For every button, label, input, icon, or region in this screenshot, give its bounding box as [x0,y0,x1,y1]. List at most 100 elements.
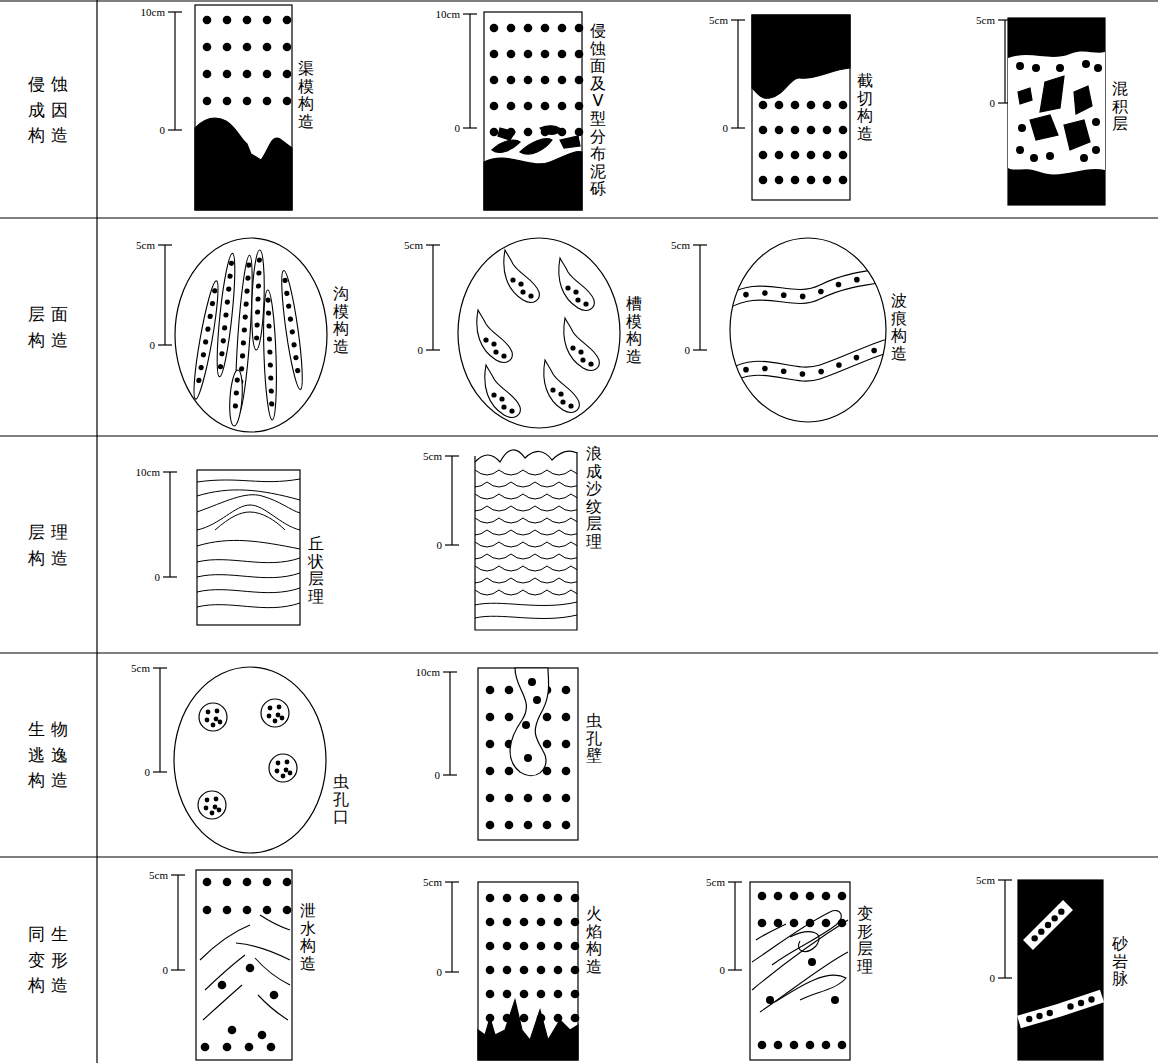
grain-dot [214,717,219,722]
grain-dot [839,176,848,185]
figure-name: 泄水构造 [300,902,316,972]
grain-dot [211,723,216,728]
grain-dot [775,151,784,160]
flute-cast [477,310,513,362]
grain-dot [558,24,567,33]
grain-dot [533,696,541,704]
grain-dot [243,301,249,307]
scale-label: 0 [723,122,729,134]
mud-clast [560,136,580,148]
grain-dot [245,275,251,281]
grain-dot [562,767,571,776]
grain-dot [583,301,588,306]
lamina [475,494,499,499]
scale-label: 5cm [706,876,725,888]
lamina [535,506,559,511]
grain-dot [839,126,848,135]
grain-dot [268,706,273,711]
grain-dot [543,740,552,749]
grain-dot [543,821,552,830]
grain-dot [491,392,496,397]
grain-dot [263,878,272,887]
grain-dot [280,716,285,721]
grain-dot [223,878,232,887]
scale-bar [443,672,457,775]
grain-dot [1058,908,1064,914]
scale-tick [728,969,742,970]
grain-dot [486,966,495,975]
grain-dot [486,894,495,903]
figure-name: 沟模构造 [333,285,349,355]
scale-label: 0 [145,766,151,778]
lamina [197,540,300,549]
figure-name: 砂岩脉 [1112,935,1128,988]
lamina [487,578,511,583]
figure-frame [478,882,578,1060]
grain-dot [1094,64,1102,72]
scale-label: 5cm [423,876,442,888]
bed-surface [175,238,327,432]
grain-dot [283,43,292,52]
scale-label: 0 [437,539,443,551]
scale-label: 0 [720,964,726,976]
grain-dot [520,894,529,903]
scale-tick [998,879,1012,880]
grain-dot [503,966,512,975]
ripple-edge [720,335,905,375]
grain-dot [836,282,842,288]
grain-dot [243,70,252,79]
row-heading: 同生变形构造 [21,922,75,999]
scale-tick [163,471,177,472]
lamina [571,542,577,547]
bed-surface [174,667,326,853]
grain-dot [243,97,252,106]
grain-dot [205,798,210,803]
grain-dot [766,996,774,1004]
scale-bar-line [169,472,170,577]
flute-outline [477,310,513,362]
scale-bar [463,14,477,128]
mud-clast [540,126,562,134]
grain-dot [281,774,286,779]
grain-dot [1078,1000,1084,1006]
grain-dot [269,388,274,393]
grain-dot [537,918,546,927]
row-heading: 层面构造 [21,302,75,353]
grain-dot [758,1041,767,1050]
grain-dot [558,50,567,59]
lamina [197,588,300,593]
row-heading: 侵蚀成因构造 [21,72,75,149]
grain-dot [537,942,546,951]
grain-dot [774,919,783,928]
grain-dot [505,713,514,722]
scale-tick [443,774,457,775]
grain-dot [196,377,202,383]
scale-label: 5cm [976,14,995,26]
grain-dot [263,16,272,25]
scale-tick [426,349,440,350]
mud-clast [1040,76,1064,112]
grain-dot [541,50,550,59]
scale-label: 0 [155,571,161,583]
grain-dot [226,286,232,292]
scale-bar-line [699,245,700,350]
grain-dot [505,767,514,776]
grain-dot [528,293,533,298]
grain-dot [759,151,768,160]
grain-dot [524,24,533,33]
grain-dot [839,101,848,110]
grain-dot [268,362,273,367]
grain-dot [483,337,488,342]
grain-dot [293,355,299,361]
ripple-edge [720,349,905,389]
grain-dot [807,151,816,160]
scale-label: 5cm [423,450,442,462]
grain-dot [550,387,555,392]
flute-cast [564,318,600,370]
lamina [535,578,559,583]
grain-dot [241,340,247,346]
grain-dot [1067,1003,1073,1009]
grain-dot [243,906,252,915]
grain-dot [822,919,831,928]
